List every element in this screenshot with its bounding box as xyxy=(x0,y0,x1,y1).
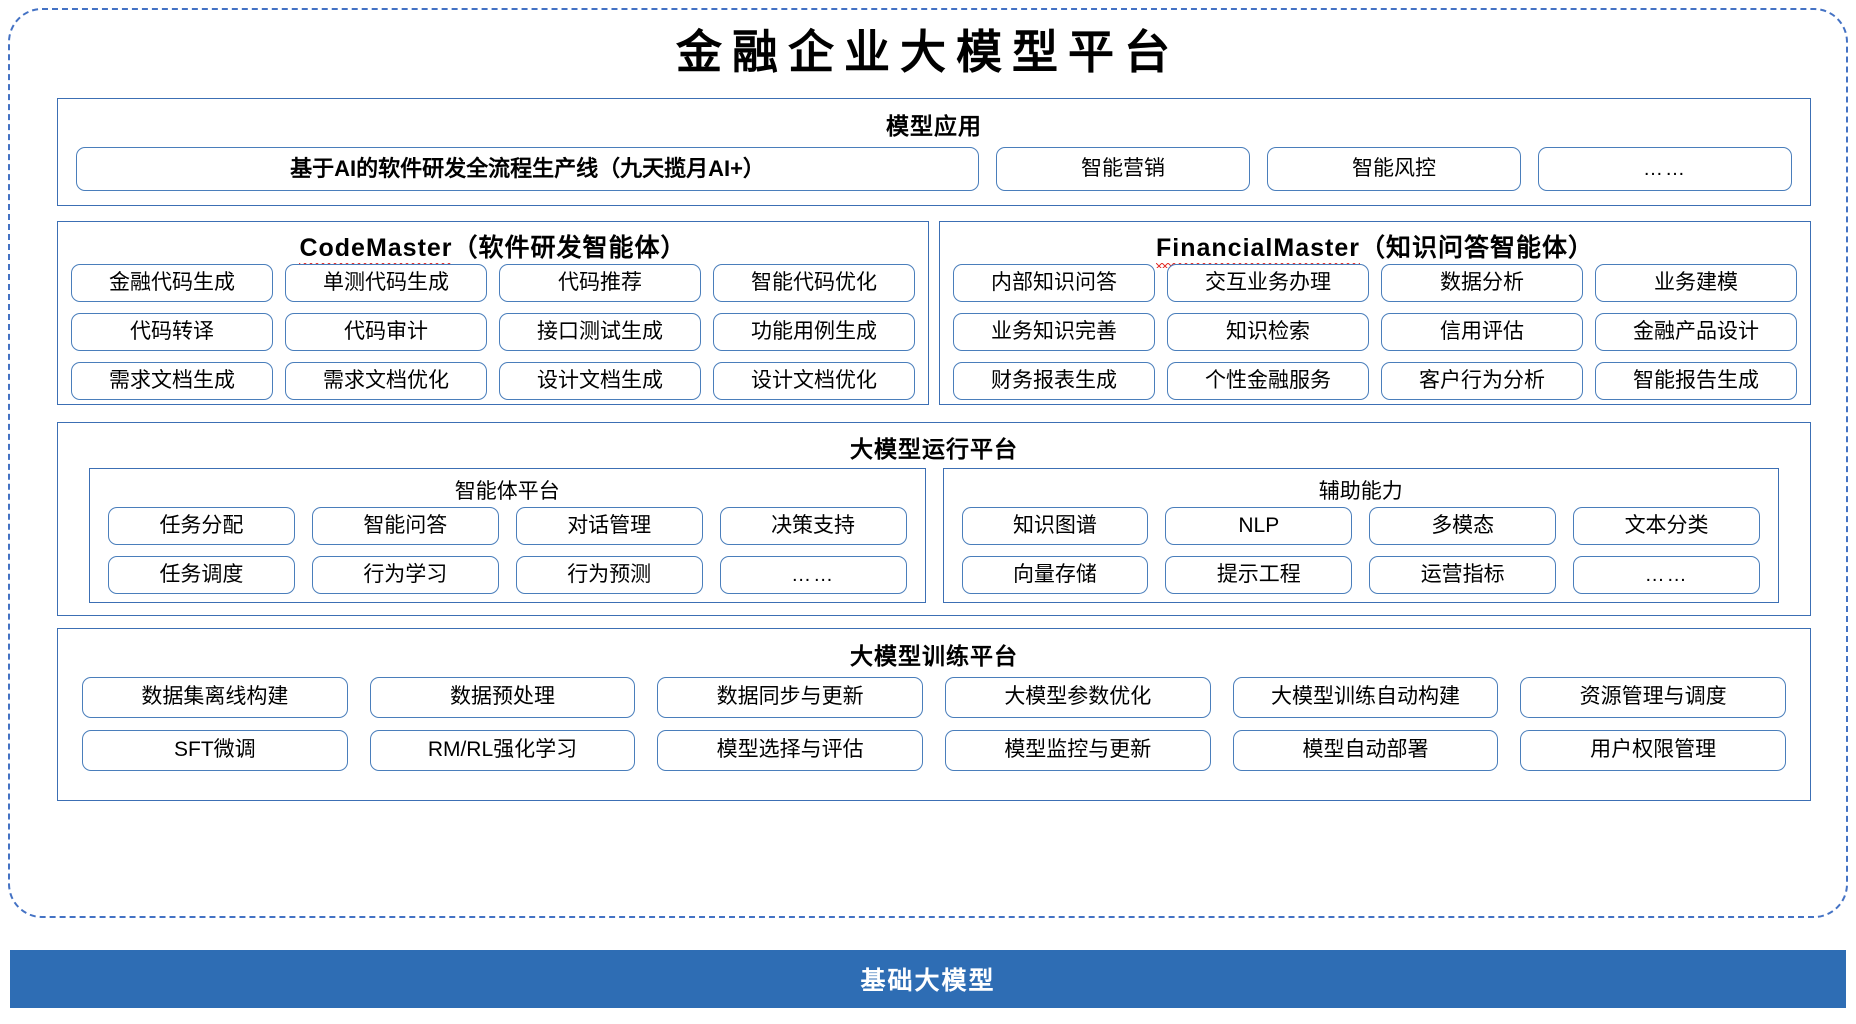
tile-agent-platform-7[interactable]: …… xyxy=(719,556,907,594)
codemaster-name: CodeMaster xyxy=(299,234,453,268)
tile-financialmaster-5[interactable]: 知识检索 xyxy=(1167,313,1369,351)
tile-financialmaster-3[interactable]: 业务建模 xyxy=(1595,264,1797,302)
tile-codemaster-6[interactable]: 接口测试生成 xyxy=(499,313,701,351)
runtime-subpanels: 智能体平台 任务分配 智能问答 对话管理 决策支持 任务调度 行为学习 行为预测… xyxy=(89,468,1779,603)
tile-training-7[interactable]: RM/RL强化学习 xyxy=(369,730,636,771)
tile-training-4[interactable]: 大模型训练自动构建 xyxy=(1232,677,1499,718)
tile-training-8[interactable]: 模型选择与评估 xyxy=(657,730,923,771)
tile-agent-platform-2[interactable]: 对话管理 xyxy=(515,507,703,545)
tile-training-2[interactable]: 数据同步与更新 xyxy=(657,677,923,718)
tile-training-9[interactable]: 模型监控与更新 xyxy=(944,730,1211,771)
tile-auxiliary-7[interactable]: …… xyxy=(1573,556,1760,594)
tile-financialmaster-7[interactable]: 金融产品设计 xyxy=(1595,313,1797,351)
tile-codemaster-10[interactable]: 设计文档生成 xyxy=(499,362,701,400)
section-title-runtime-platform: 大模型运行平台 xyxy=(850,436,1018,462)
tile-financialmaster-9[interactable]: 个性金融服务 xyxy=(1167,362,1369,400)
section-financialmaster: FinancialMaster（知识问答智能体） 内部知识问答 交互业务办理 数… xyxy=(939,221,1811,405)
app-tile-smart-risk-control[interactable]: 智能风控 xyxy=(1267,147,1521,191)
tile-codemaster-5[interactable]: 代码审计 xyxy=(285,313,487,351)
tile-codemaster-8[interactable]: 需求文档生成 xyxy=(71,362,273,400)
tile-codemaster-0[interactable]: 金融代码生成 xyxy=(71,264,273,302)
auxiliary-tiles: 知识图谱 NLP 多模态 文本分类 向量存储 提示工程 运营指标 …… xyxy=(961,507,1760,594)
tile-codemaster-7[interactable]: 功能用例生成 xyxy=(713,313,915,351)
tile-training-1[interactable]: 数据预处理 xyxy=(369,677,636,718)
tile-codemaster-3[interactable]: 智能代码优化 xyxy=(713,264,915,302)
tile-codemaster-11[interactable]: 设计文档优化 xyxy=(713,362,915,400)
tile-financialmaster-8[interactable]: 财务报表生成 xyxy=(953,362,1155,400)
tile-auxiliary-6[interactable]: 运营指标 xyxy=(1369,556,1557,594)
tile-financialmaster-0[interactable]: 内部知识问答 xyxy=(953,264,1155,302)
section-model-application: 模型应用 基于AI的软件研发全流程生产线（九天揽月AI+） 智能营销 智能风控 … xyxy=(57,98,1811,206)
tile-training-0[interactable]: 数据集离线构建 xyxy=(82,677,348,718)
section-runtime-platform: 大模型运行平台 智能体平台 任务分配 智能问答 对话管理 决策支持 任务调度 行… xyxy=(57,422,1811,616)
codemaster-suffix: （软件研发智能体） xyxy=(452,234,687,262)
tile-training-10[interactable]: 模型自动部署 xyxy=(1232,730,1499,771)
tile-financialmaster-10[interactable]: 客户行为分析 xyxy=(1381,362,1583,400)
section-title-model-application: 模型应用 xyxy=(886,113,982,139)
tile-agent-platform-5[interactable]: 行为学习 xyxy=(311,556,499,594)
tile-agent-platform-6[interactable]: 行为预测 xyxy=(515,556,703,594)
subpanel-title-agent-platform: 智能体平台 xyxy=(454,480,560,503)
tile-auxiliary-1[interactable]: NLP xyxy=(1165,507,1353,545)
section-title-training-platform: 大模型训练平台 xyxy=(850,643,1018,669)
financialmaster-name: FinancialMaster xyxy=(1156,234,1360,268)
tile-codemaster-2[interactable]: 代码推荐 xyxy=(499,264,701,302)
tile-codemaster-9[interactable]: 需求文档优化 xyxy=(285,362,487,400)
tile-financialmaster-4[interactable]: 业务知识完善 xyxy=(953,313,1155,351)
codemaster-tiles: 金融代码生成 单测代码生成 代码推荐 智能代码优化 代码转译 代码审计 接口测试… xyxy=(71,264,915,400)
model-application-items: 基于AI的软件研发全流程生产线（九天揽月AI+） 智能营销 智能风控 …… xyxy=(76,147,1792,191)
tile-training-5[interactable]: 资源管理与调度 xyxy=(1520,677,1786,718)
app-tile-more[interactable]: …… xyxy=(1538,147,1792,191)
tile-auxiliary-3[interactable]: 文本分类 xyxy=(1573,507,1760,545)
page-title: 金融企业大模型平台 xyxy=(676,27,1180,78)
agent-platform-tiles: 任务分配 智能问答 对话管理 决策支持 任务调度 行为学习 行为预测 …… xyxy=(108,507,907,594)
subpanel-title-auxiliary-capability: 辅助能力 xyxy=(1318,480,1403,503)
section-codemaster: CodeMaster（软件研发智能体） 金融代码生成 单测代码生成 代码推荐 智… xyxy=(57,221,929,405)
tile-auxiliary-4[interactable]: 向量存储 xyxy=(961,556,1149,594)
foundation-model-label: 基础大模型 xyxy=(860,967,996,995)
tile-auxiliary-2[interactable]: 多模态 xyxy=(1369,507,1557,545)
tile-agent-platform-1[interactable]: 智能问答 xyxy=(311,507,499,545)
section-title-codemaster: CodeMaster（软件研发智能体） xyxy=(58,228,928,268)
subpanel-auxiliary-capability: 辅助能力 知识图谱 NLP 多模态 文本分类 向量存储 提示工程 运营指标 …… xyxy=(942,468,1779,603)
outer-dashed-frame: 金融企业大模型平台 模型应用 基于AI的软件研发全流程生产线（九天揽月AI+） … xyxy=(8,8,1848,918)
tile-codemaster-4[interactable]: 代码转译 xyxy=(71,313,273,351)
training-platform-tiles: 数据集离线构建 数据预处理 数据同步与更新 大模型参数优化 大模型训练自动构建 … xyxy=(82,677,1786,771)
tile-training-6[interactable]: SFT微调 xyxy=(82,730,348,771)
tile-financialmaster-6[interactable]: 信用评估 xyxy=(1381,313,1583,351)
section-title-financialmaster: FinancialMaster（知识问答智能体） xyxy=(940,228,1810,268)
app-tile-ai-pipeline[interactable]: 基于AI的软件研发全流程生产线（九天揽月AI+） xyxy=(76,147,979,191)
tile-agent-platform-4[interactable]: 任务调度 xyxy=(108,556,295,594)
tile-auxiliary-0[interactable]: 知识图谱 xyxy=(961,507,1149,545)
financialmaster-suffix: （知识问答智能体） xyxy=(1359,234,1594,262)
subpanel-agent-platform: 智能体平台 任务分配 智能问答 对话管理 决策支持 任务调度 行为学习 行为预测… xyxy=(89,468,926,603)
tile-training-3[interactable]: 大模型参数优化 xyxy=(944,677,1211,718)
section-training-platform: 大模型训练平台 数据集离线构建 数据预处理 数据同步与更新 大模型参数优化 大模… xyxy=(57,628,1811,801)
tile-codemaster-1[interactable]: 单测代码生成 xyxy=(285,264,487,302)
foundation-model-bar: 基础大模型 xyxy=(10,950,1846,1008)
tile-agent-platform-0[interactable]: 任务分配 xyxy=(108,507,295,545)
app-tile-smart-marketing[interactable]: 智能营销 xyxy=(996,147,1250,191)
financialmaster-tiles: 内部知识问答 交互业务办理 数据分析 业务建模 业务知识完善 知识检索 信用评估… xyxy=(953,264,1797,400)
tile-financialmaster-1[interactable]: 交互业务办理 xyxy=(1167,264,1369,302)
tile-training-11[interactable]: 用户权限管理 xyxy=(1520,730,1786,771)
tile-financialmaster-2[interactable]: 数据分析 xyxy=(1381,264,1583,302)
tile-agent-platform-3[interactable]: 决策支持 xyxy=(719,507,907,545)
tile-financialmaster-11[interactable]: 智能报告生成 xyxy=(1595,362,1797,400)
tile-auxiliary-5[interactable]: 提示工程 xyxy=(1165,556,1353,594)
